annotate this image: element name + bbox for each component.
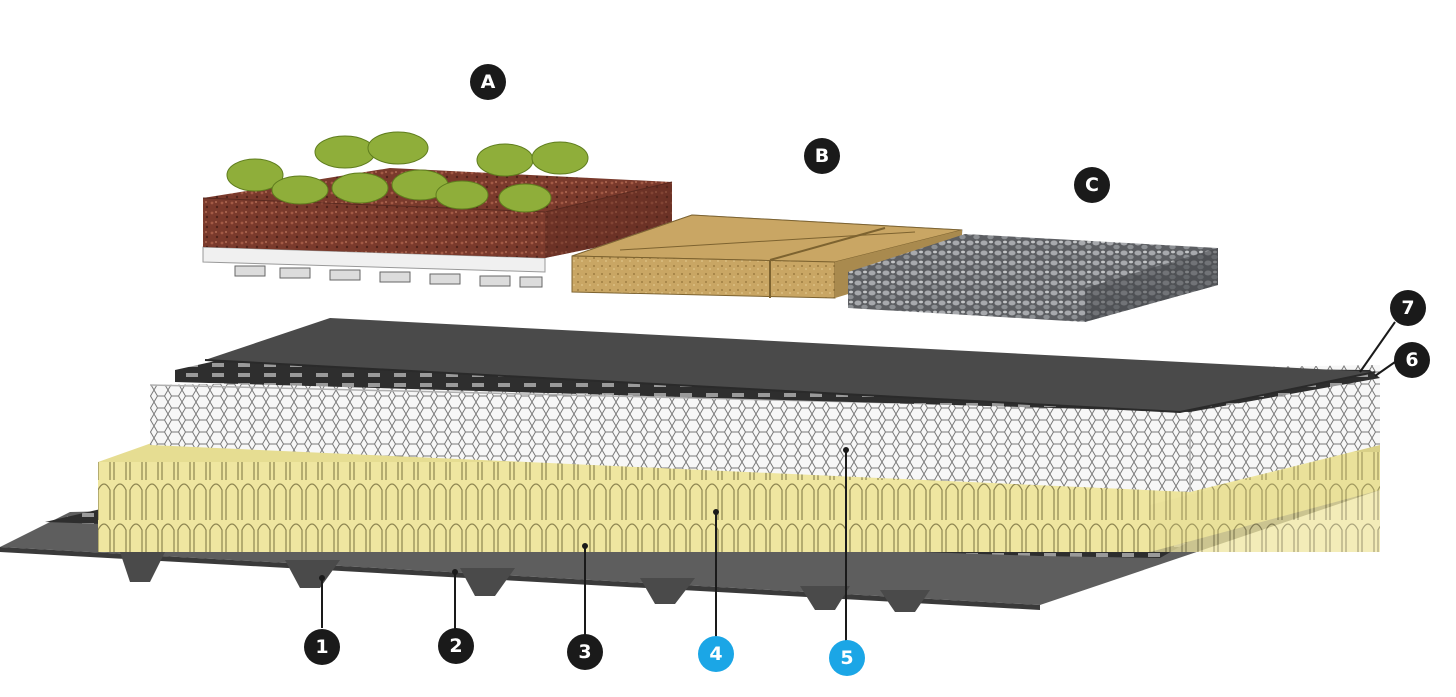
marker-5-label: 5 — [840, 647, 853, 669]
marker-4-badge — [698, 636, 734, 672]
marker-7-label: 7 — [1401, 297, 1414, 319]
marker-b: B — [804, 138, 840, 174]
marker-c-badge — [1074, 167, 1110, 203]
gravel-option-c — [848, 234, 1218, 322]
drainage-cups — [234, 265, 543, 288]
marker-5: 5 — [829, 640, 865, 676]
marker-3-label: 3 — [578, 641, 591, 663]
waterproofing-membrane-layer — [204, 318, 1376, 414]
marker-c: C — [1074, 167, 1110, 203]
leader-lines — [321, 321, 1396, 642]
marker-2: 2 — [438, 628, 474, 664]
marker-7: 7 — [1390, 290, 1426, 326]
marker-7-badge — [1390, 290, 1426, 326]
marker-6-badge — [1394, 342, 1430, 378]
marker-1-badge — [304, 629, 340, 665]
marker-1-label: 1 — [315, 636, 328, 658]
marker-1: 1 — [304, 629, 340, 665]
plants — [226, 131, 589, 213]
marker-6-label: 6 — [1405, 349, 1418, 371]
marker-c-label: C — [1085, 174, 1099, 196]
marker-2-badge — [438, 628, 474, 664]
marker-5-badge — [829, 640, 865, 676]
marker-b-badge — [804, 138, 840, 174]
marker-3: 3 — [567, 634, 603, 670]
marker-4: 4 — [698, 636, 734, 672]
marker-2-label: 2 — [449, 635, 462, 657]
marker-4-label: 4 — [709, 643, 722, 665]
green-roof-option-a — [202, 131, 673, 288]
leader-dots — [319, 447, 849, 581]
marker-3-badge — [567, 634, 603, 670]
marker-a: A — [470, 64, 506, 100]
marker-6: 6 — [1394, 342, 1430, 378]
marker-b-label: B — [815, 145, 829, 167]
marker-a-label: A — [481, 71, 496, 93]
marker-a-badge — [470, 64, 506, 100]
